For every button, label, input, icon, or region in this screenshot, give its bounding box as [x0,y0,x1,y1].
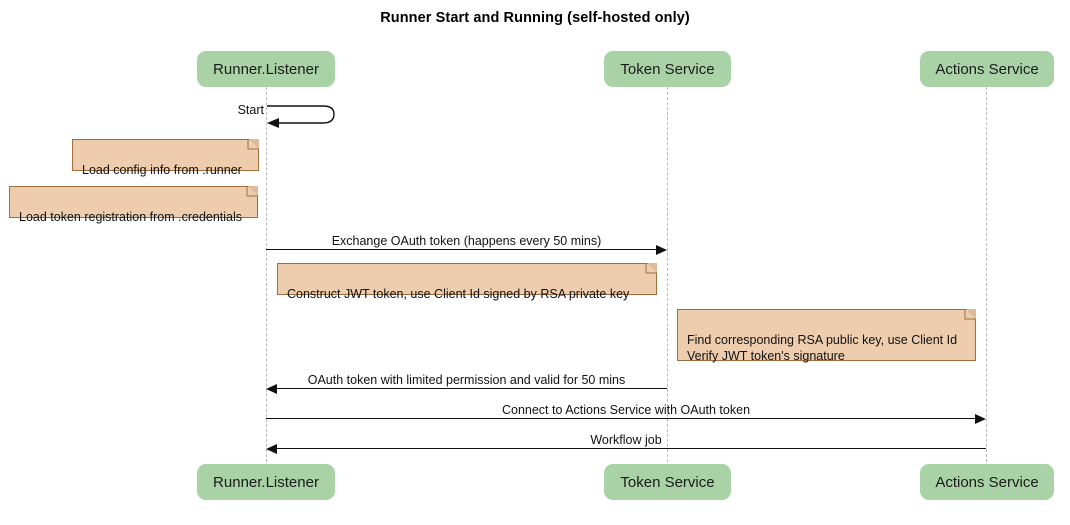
note-verify-jwt-signature: Find corresponding RSA public key, use C… [677,309,976,363]
participant-label: Runner.Listener [213,473,319,491]
lifeline-token [667,87,668,462]
participant-actions-top[interactable]: Actions Service [920,51,1054,87]
message-label-start: Start [237,103,264,117]
participant-label: Runner.Listener [213,60,319,78]
lifeline-runner [266,87,267,462]
lifeline-actions [986,87,987,462]
message-label-connect: Connect to Actions Service with OAuth to… [501,403,751,417]
message-label-exchange: Exchange OAuth token (happens every 50 m… [331,234,602,248]
participant-label: Actions Service [935,60,1039,78]
message-exchange-oauth-token [266,245,667,255]
participant-runner-bottom[interactable]: Runner.Listener [197,464,335,500]
message-oauth-token-return [266,384,667,394]
participant-token-top[interactable]: Token Service [604,51,731,87]
note-construct-jwt: Construct JWT token, use Client Id signe… [277,263,657,301]
message-workflow-job [266,444,986,454]
note-load-token-registration: Load token registration from .credential… [9,186,258,224]
participant-label: Actions Service [935,473,1039,491]
message-start-selfloop [267,105,335,128]
arrowhead-left-icon [266,444,277,454]
note-text: Find corresponding RSA public key, use C… [687,333,958,363]
page-title: Runner Start and Running (self-hosted on… [380,10,690,26]
note-load-config: Load config info from .runner [72,139,259,177]
message-label-workflow-job: Workflow job [590,433,662,447]
note-fold-icon [647,263,657,273]
arrowhead-right-icon [975,414,986,424]
arrowhead-right-icon [656,245,667,255]
note-text: Load token registration from .credential… [19,210,243,224]
note-text: Load config info from .runner [82,163,242,177]
note-text: Construct JWT token, use Client Id signe… [287,287,630,301]
arrowhead-left-icon [266,384,277,394]
participant-token-bottom[interactable]: Token Service [604,464,731,500]
participant-label: Token Service [620,60,715,78]
participant-actions-bottom[interactable]: Actions Service [920,464,1054,500]
message-connect-actions-service [266,414,986,424]
note-fold-icon [249,139,259,149]
participant-runner-top[interactable]: Runner.Listener [197,51,335,87]
note-fold-icon [966,309,976,319]
note-fold-icon [248,186,258,196]
participant-label: Token Service [620,473,715,491]
message-label-oauth-return: OAuth token with limited permission and … [307,373,626,387]
